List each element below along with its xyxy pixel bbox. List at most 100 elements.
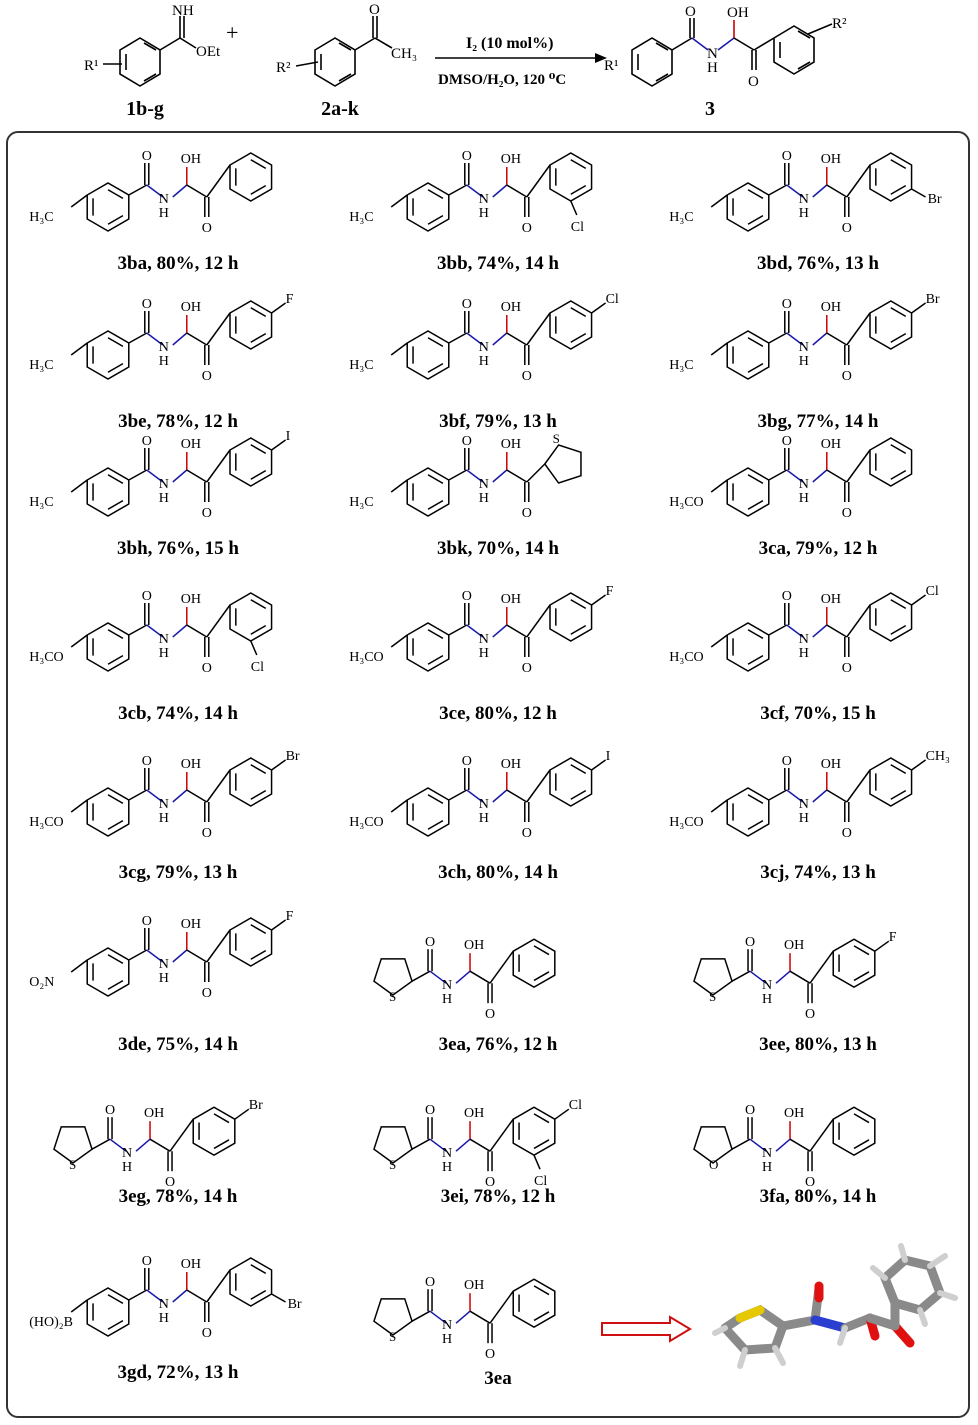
para-substituent: F <box>286 293 294 307</box>
ketone-oxygen: O <box>202 506 212 521</box>
amide-h: H <box>799 491 809 506</box>
left-substituent: H₃CO <box>349 815 383 830</box>
amide-h: H <box>479 491 489 506</box>
left-substituent: H₃CO <box>29 650 63 665</box>
amide-h: H <box>442 1160 452 1175</box>
amide-h: H <box>159 206 169 221</box>
compound-label: 3bf, 79%, 13 h <box>439 411 557 432</box>
amide-n: N <box>159 797 169 812</box>
amide-n: N <box>762 1146 772 1161</box>
left-substituent: H₃CO <box>669 650 703 665</box>
ketone-oxygen: O <box>202 1326 212 1341</box>
hydroxyl: OH <box>501 152 521 167</box>
hydroxyl: OH <box>821 152 841 167</box>
hydroxyl: OH <box>501 757 521 772</box>
amide-n: N <box>159 632 169 647</box>
thiophene-sulfur: S <box>389 1329 396 1344</box>
ketone-oxygen: O <box>842 221 852 236</box>
carbonyl-oxygen: O <box>142 149 152 164</box>
carbonyl-oxygen: O <box>142 297 152 312</box>
amide-h: H <box>159 491 169 506</box>
compound-label: 3de, 75%, 14 h <box>118 1034 238 1055</box>
amide-n: N <box>159 957 169 972</box>
left-substituent: H₃CO <box>29 815 63 830</box>
left-substituent: H₃C <box>29 495 53 510</box>
left-substituent: H₃CO <box>669 815 703 830</box>
carbonyl-oxygen: O <box>142 914 152 929</box>
ketone-oxygen: O <box>522 369 532 384</box>
amide-n: N <box>159 477 169 492</box>
compound-label: 3bb, 74%, 14 h <box>437 253 559 274</box>
amide-h: H <box>799 646 809 661</box>
para-substituent: F <box>889 930 897 945</box>
compound-label: 3cb, 74%, 14 h <box>118 703 238 724</box>
ketone-oxygen: O <box>202 826 212 841</box>
hydroxyl: OH <box>821 592 841 607</box>
reactant-1-label: 1b-g <box>126 98 164 120</box>
carbonyl-oxygen: O <box>462 149 472 164</box>
compound-label: 3cf, 70%, 15 h <box>760 703 876 724</box>
para-substituent: Br <box>249 1098 263 1113</box>
ketone-oxygen: O <box>202 986 212 1001</box>
amide-n: N <box>159 1297 169 1312</box>
reactant-2-structure <box>314 16 393 87</box>
amide-n: N <box>442 978 452 993</box>
amide-h: H <box>479 354 489 369</box>
hydroxyl: OH <box>784 1106 804 1121</box>
left-substituent: H₃C <box>29 358 53 373</box>
carbonyl-oxygen: O <box>105 1103 115 1118</box>
ketone-oxygen: O <box>842 506 852 521</box>
carbonyl-oxygen: O <box>745 935 755 950</box>
carbonyl-oxygen: O <box>462 589 472 604</box>
meta-substituent: Br <box>288 1297 302 1312</box>
para-substituent: Cl <box>606 293 619 307</box>
left-substituent: H₃C <box>349 358 373 373</box>
left-substituent: H₃C <box>29 210 53 225</box>
compound-label: 3cg, 79%, 13 h <box>118 862 238 883</box>
left-substituent: H₃C <box>349 495 373 510</box>
para-substituent: Cl <box>926 585 939 599</box>
hydroxyl: OH <box>181 592 201 607</box>
ketone-oxygen: O <box>522 221 532 236</box>
carbonyl-oxygen: O <box>782 149 792 164</box>
product-r2: R² <box>832 16 847 32</box>
thiophene-sulfur: S <box>709 989 716 1004</box>
compound-label: 3bd, 76%, 13 h <box>757 253 879 274</box>
amide-h: H <box>762 1160 772 1175</box>
carbonyl-oxygen: O <box>142 1254 152 1269</box>
ketone-oxygen: O <box>805 1175 815 1188</box>
ketone-oxygen: O <box>842 661 852 676</box>
amide-n: N <box>442 1146 452 1161</box>
hydroxyl: OH <box>181 152 201 167</box>
product-n: N <box>707 46 718 62</box>
product-r1: R¹ <box>604 58 619 74</box>
meta-substituent: Br <box>928 192 942 207</box>
amide-n: N <box>799 340 809 355</box>
compound-label: 3cj, 74%, 13 h <box>760 862 876 883</box>
ketone-oxygen: O <box>165 1175 175 1188</box>
left-substituent: H₃CO <box>669 495 703 510</box>
ketone-oxygen: O <box>842 369 852 384</box>
left-substituent: (HO)₂B <box>29 1315 73 1330</box>
carbonyl-oxygen: O <box>782 434 792 449</box>
para-substituent: F <box>286 910 294 924</box>
compound-label: 3ce, 80%, 12 h <box>439 703 557 724</box>
compound-label: 3ea, 76%, 12 h <box>438 1034 558 1055</box>
ketone-oxygen: O <box>485 1347 495 1360</box>
amide-h: H <box>442 1332 452 1347</box>
amide-h: H <box>159 646 169 661</box>
para-substituent: CH₃ <box>926 750 950 764</box>
